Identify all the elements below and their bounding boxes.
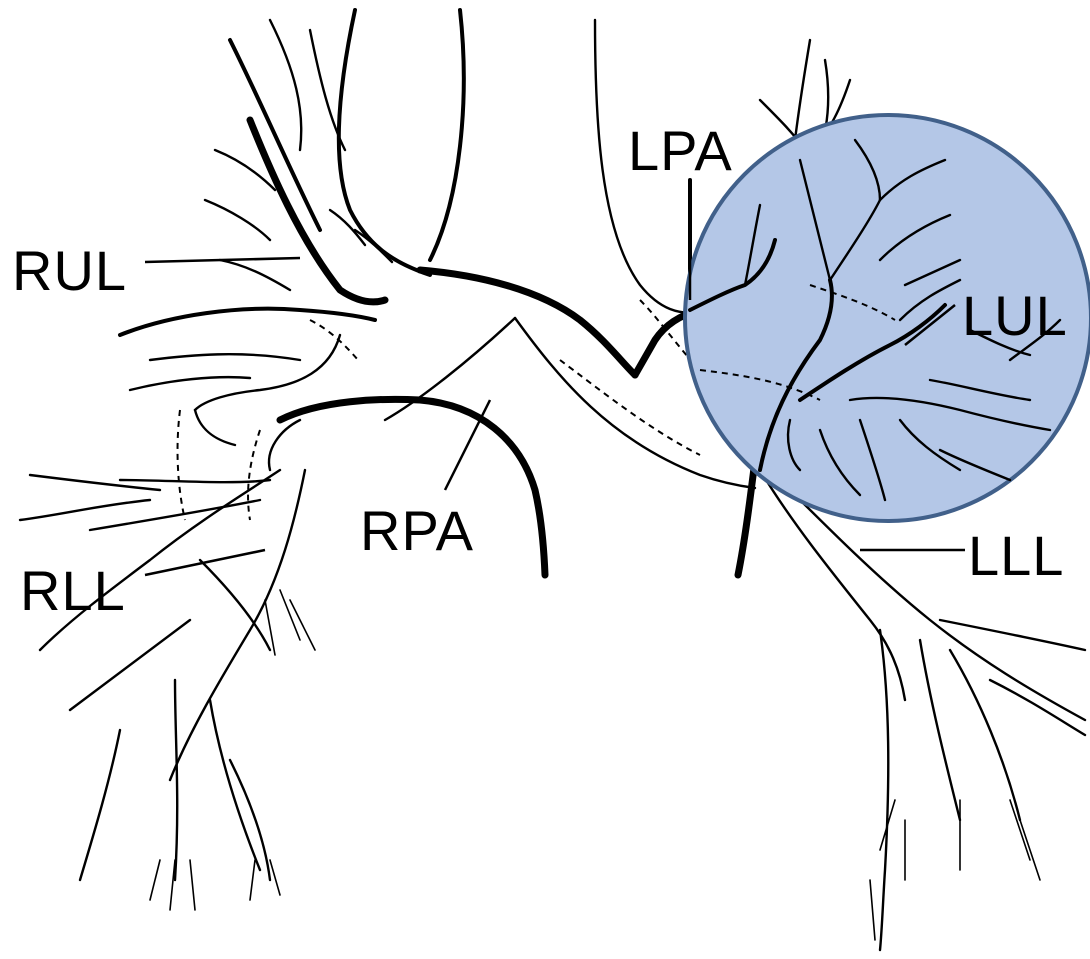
label-rpa: RPA — [360, 499, 474, 562]
label-rll: RLL — [20, 559, 126, 622]
rll-leader — [145, 550, 265, 575]
label-rul: RUL — [12, 239, 127, 302]
label-lpa: LPA — [628, 119, 733, 182]
label-lll: LLL — [968, 524, 1064, 587]
label-lul: LUL — [962, 284, 1068, 347]
